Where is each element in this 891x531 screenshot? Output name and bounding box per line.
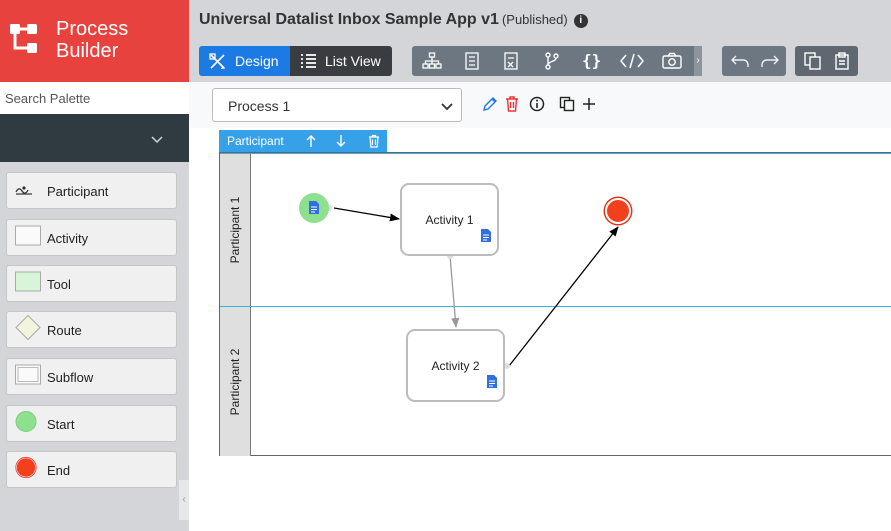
- app-title: Universal Datalist Inbox Sample App v1: [199, 11, 499, 28]
- end-event[interactable]: [605, 198, 631, 224]
- list-view-button[interactable]: List View: [290, 46, 392, 76]
- chevron-down-icon: [151, 131, 163, 147]
- start-event[interactable]: [299, 193, 329, 223]
- participant-toolbar: Participant: [219, 130, 387, 152]
- brand-line-2: Builder: [56, 40, 119, 62]
- collapse-palette-handle[interactable]: ‹: [179, 480, 189, 520]
- duplicate-icon[interactable]: [559, 96, 575, 117]
- process-builder-logo-icon: [10, 24, 37, 53]
- mapping-icon[interactable]: [502, 52, 522, 70]
- palette-item-end[interactable]: End: [6, 451, 177, 488]
- edit-icon[interactable]: [482, 96, 498, 117]
- sequence-flows: [326, 205, 619, 369]
- activity-1[interactable]: Activity 1: [400, 183, 499, 256]
- brand-name: Process Builder: [56, 18, 128, 62]
- palette-item-start[interactable]: Start: [6, 405, 177, 442]
- end-circle-icon: [15, 456, 37, 483]
- brand-line-1: Process: [56, 18, 129, 40]
- design-tools-icon: [209, 53, 226, 73]
- start-circle-icon: [15, 410, 37, 437]
- palette-item-label: Tool: [47, 277, 71, 292]
- copy-icon[interactable]: [803, 52, 823, 70]
- palette-item-label: Start: [47, 417, 75, 432]
- palette-panel: Process Builder Participant Activity: [0, 0, 189, 531]
- search-palette-input[interactable]: [0, 82, 189, 114]
- process-select[interactable]: Process 1: [212, 88, 462, 122]
- lane-header-participant-1[interactable]: Participant 1: [220, 153, 251, 307]
- document-icon: [481, 229, 491, 247]
- arrow-down-icon[interactable]: [335, 134, 347, 153]
- branch-icon[interactable]: [542, 52, 562, 70]
- flow-anchor: [504, 363, 510, 369]
- participant-toolbar-label: Participant: [227, 134, 284, 148]
- flow-activity-2-to-end[interactable]: [508, 226, 619, 367]
- delete-icon[interactable]: [505, 96, 519, 117]
- lane-header-participant-2[interactable]: Participant 2: [220, 307, 251, 456]
- arrow-up-icon[interactable]: [305, 134, 317, 153]
- palette-item-route[interactable]: Route: [6, 311, 177, 348]
- chevron-down-icon: [441, 99, 453, 117]
- toolbar-scroll-right-icon[interactable]: ›: [694, 46, 702, 76]
- flow-activity-1-to-activity-2[interactable]: [449, 255, 460, 328]
- palette-item-label: Route: [47, 323, 82, 338]
- activity-label: Activity 1: [425, 213, 474, 227]
- redo-icon[interactable]: [760, 52, 780, 70]
- paste-icon[interactable]: [833, 52, 853, 70]
- form-icon[interactable]: [462, 52, 482, 70]
- route-diamond-icon: [15, 314, 41, 345]
- activity-box-icon: [15, 225, 41, 250]
- subflow-box-icon: [15, 364, 41, 389]
- screenshot-icon[interactable]: [662, 52, 682, 70]
- undo-redo-group: [722, 46, 786, 76]
- document-icon: [487, 375, 497, 393]
- palette-item-label: End: [47, 463, 71, 478]
- palette-item-subflow[interactable]: Subflow: [6, 358, 177, 395]
- process-bar: Process 1: [189, 82, 891, 128]
- json-icon[interactable]: {}: [582, 51, 602, 70]
- lane-border: [220, 153, 891, 154]
- activity-2[interactable]: Activity 2: [406, 329, 505, 402]
- hierarchy-icon[interactable]: [422, 52, 442, 70]
- design-button[interactable]: Design: [199, 46, 290, 76]
- palette-item-label: Participant: [47, 184, 109, 199]
- trash-icon[interactable]: [368, 134, 380, 153]
- palette-category-dropdown[interactable]: [0, 114, 189, 162]
- document-icon: [309, 201, 319, 219]
- selected-process: Process 1: [228, 98, 291, 114]
- palette-item-activity[interactable]: Activity: [6, 219, 177, 256]
- add-icon[interactable]: [581, 96, 597, 117]
- list-view-button-label: List View: [325, 53, 381, 69]
- diagram-canvas[interactable]: Participant Participant 1 Participant 2: [189, 128, 891, 531]
- activity-label: Activity 2: [431, 359, 480, 373]
- undo-icon[interactable]: [730, 52, 750, 70]
- publish-status: (Published): [501, 12, 568, 27]
- xml-code-icon[interactable]: [620, 52, 644, 70]
- info-icon[interactable]: [529, 96, 545, 117]
- designer-toolbar: {} ›: [412, 46, 702, 76]
- flow-start-to-activity-1[interactable]: [333, 207, 400, 222]
- clipboard-group: [795, 46, 858, 76]
- palette-item-label: Subflow: [47, 370, 94, 385]
- brand-header: Process Builder: [0, 0, 189, 82]
- palette-item-tool[interactable]: Tool: [6, 265, 177, 302]
- design-button-label: Design: [235, 53, 279, 69]
- swimlane-icon: [15, 182, 33, 200]
- palette-item-label: Activity: [47, 231, 89, 246]
- page-title: Universal Datalist Inbox Sample App v1(P…: [199, 11, 588, 29]
- tool-box-icon: [15, 271, 41, 296]
- list-icon: [300, 53, 317, 72]
- info-icon[interactable]: i: [573, 14, 588, 28]
- palette-item-participant[interactable]: Participant: [6, 172, 177, 209]
